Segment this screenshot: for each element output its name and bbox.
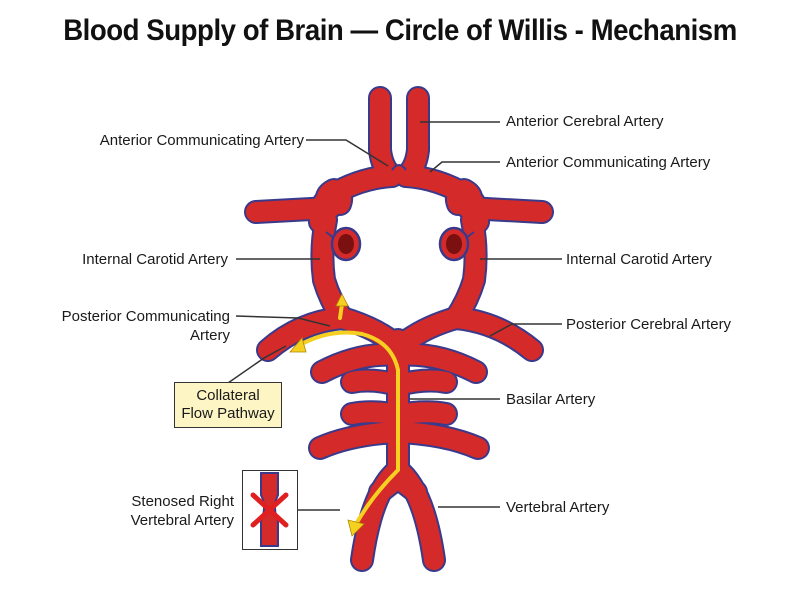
label-stenosed-right-vertebral-line1: Stenosed Right [131,493,234,510]
label-internal-carotid-artery-left: Internal Carotid Artery [82,251,228,268]
stenosis-x-icon [250,492,289,528]
stenosed-vessel-icon [250,472,289,547]
label-anterior-communicating-artery-left: Anterior Communicating Artery [99,132,304,149]
stenosis-inset [242,470,298,550]
label-stenosed-right-vertebral-line2: Vertebral Artery [130,512,234,529]
collateral-note-line1: Collateral [196,387,260,404]
label-posterior-communicating-artery-line1: Posterior Communicating [61,308,230,325]
anterior-communicating-junction [391,164,407,171]
collateral-flow-arrow [289,293,400,537]
label-vertebral-artery: Vertebral Artery [506,499,610,516]
label-anterior-cerebral-artery: Anterior Cerebral Artery [506,113,664,130]
label-posterior-cerebral-artery: Posterior Cerebral Artery [566,316,732,333]
leader-lines [227,121,562,511]
collateral-note-line2: Flow Pathway [181,405,275,422]
internal-carotid-cut-left [330,226,362,262]
label-posterior-communicating-artery-line2: Artery [189,327,230,344]
label-basilar-artery: Basilar Artery [506,391,596,408]
label-anterior-communicating-artery-right: Anterior Communicating Artery [506,154,711,171]
collateral-flow-note: Collateral Flow Pathway [174,382,282,428]
page-title: Blood Supply of Brain — Circle of Willis… [63,14,737,47]
internal-carotid-cut-right [438,226,470,262]
label-internal-carotid-artery-right: Internal Carotid Artery [566,251,712,268]
